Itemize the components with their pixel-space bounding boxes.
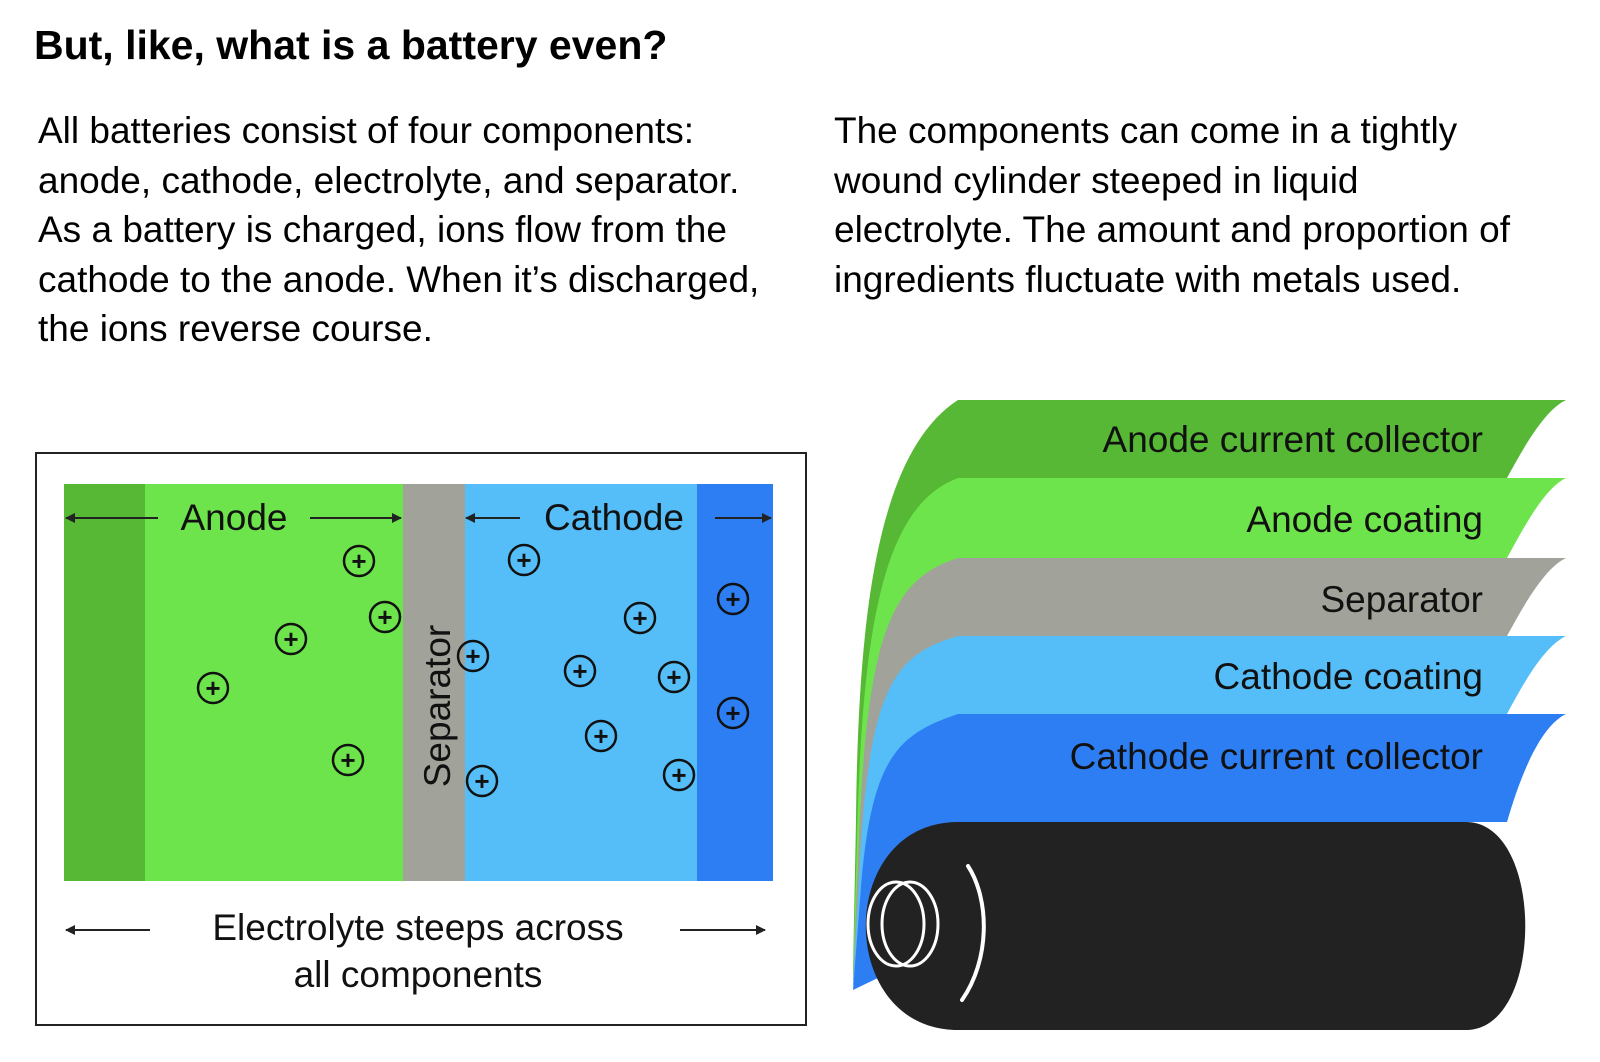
ions: + + + + + + + + + + + + + + + bbox=[196, 543, 750, 798]
ion-icon: + bbox=[368, 600, 402, 634]
cylinder-end-outer-icon bbox=[866, 880, 926, 968]
cell-diagram: Anode Cathode Separator + + + + + + + + … bbox=[35, 452, 807, 1026]
svg-text:+: + bbox=[283, 624, 298, 654]
layer-label-anode-coating: Anode coating bbox=[1246, 499, 1483, 540]
ion-icon: + bbox=[465, 764, 499, 798]
roll-diagram: Anode current collector Anode coating Se… bbox=[853, 400, 1566, 1030]
anode-label: Anode bbox=[181, 497, 288, 538]
svg-text:+: + bbox=[572, 656, 587, 686]
ion-icon: + bbox=[274, 622, 308, 656]
svg-text:+: + bbox=[516, 545, 531, 575]
svg-text:+: + bbox=[671, 760, 686, 790]
svg-text:+: + bbox=[725, 698, 740, 728]
layer-label-cathode-coating: Cathode coating bbox=[1214, 656, 1483, 697]
svg-text:+: + bbox=[340, 745, 355, 775]
cylinder-edge-highlight-icon bbox=[960, 864, 986, 1002]
layer-label-separator: Separator bbox=[1321, 579, 1484, 620]
page-title: But, like, what is a battery even? bbox=[34, 22, 668, 68]
cylinder-end-inner-icon bbox=[880, 880, 940, 968]
ion-icon: + bbox=[456, 639, 490, 673]
separator-label: Separator bbox=[417, 625, 458, 788]
svg-text:+: + bbox=[205, 673, 220, 703]
separator-band bbox=[403, 484, 465, 881]
ion-icon: + bbox=[584, 719, 618, 753]
layer-cathode-current-collector bbox=[853, 714, 1566, 990]
cathode-current-collector-band bbox=[697, 484, 773, 881]
layer-label-cathode-current-collector: Cathode current collector bbox=[1070, 736, 1483, 777]
svg-text:+: + bbox=[474, 766, 489, 796]
battery-cylinder bbox=[865, 822, 1526, 1030]
ion-icon: + bbox=[623, 601, 657, 635]
svg-text:+: + bbox=[351, 546, 366, 576]
anode-current-collector-band bbox=[64, 484, 145, 881]
ion-icon: + bbox=[716, 582, 750, 616]
svg-text:+: + bbox=[377, 602, 392, 632]
anode-coating-band bbox=[145, 484, 403, 881]
svg-text:+: + bbox=[465, 641, 480, 671]
svg-text:+: + bbox=[725, 584, 740, 614]
svg-text:+: + bbox=[666, 662, 681, 692]
ion-icon: + bbox=[657, 660, 691, 694]
intro-right-paragraph: The components can come in a tightly wou… bbox=[834, 110, 1511, 300]
ion-icon: + bbox=[716, 696, 750, 730]
electrolyte-caption-line2: all components bbox=[294, 954, 543, 995]
ion-icon: + bbox=[342, 544, 376, 578]
ion-icon: + bbox=[196, 671, 230, 705]
svg-text:+: + bbox=[632, 603, 647, 633]
intro-left-paragraph: All batteries consist of four components… bbox=[38, 110, 760, 349]
ion-icon: + bbox=[507, 543, 541, 577]
electrolyte-caption-line1: Electrolyte steeps across bbox=[212, 907, 623, 948]
layer-label-anode-current-collector: Anode current collector bbox=[1103, 419, 1483, 460]
ion-icon: + bbox=[662, 758, 696, 792]
ion-icon: + bbox=[563, 654, 597, 688]
cathode-coating-band bbox=[465, 484, 697, 881]
svg-text:+: + bbox=[593, 721, 608, 751]
ion-icon: + bbox=[331, 743, 365, 777]
cathode-label: Cathode bbox=[544, 497, 684, 538]
